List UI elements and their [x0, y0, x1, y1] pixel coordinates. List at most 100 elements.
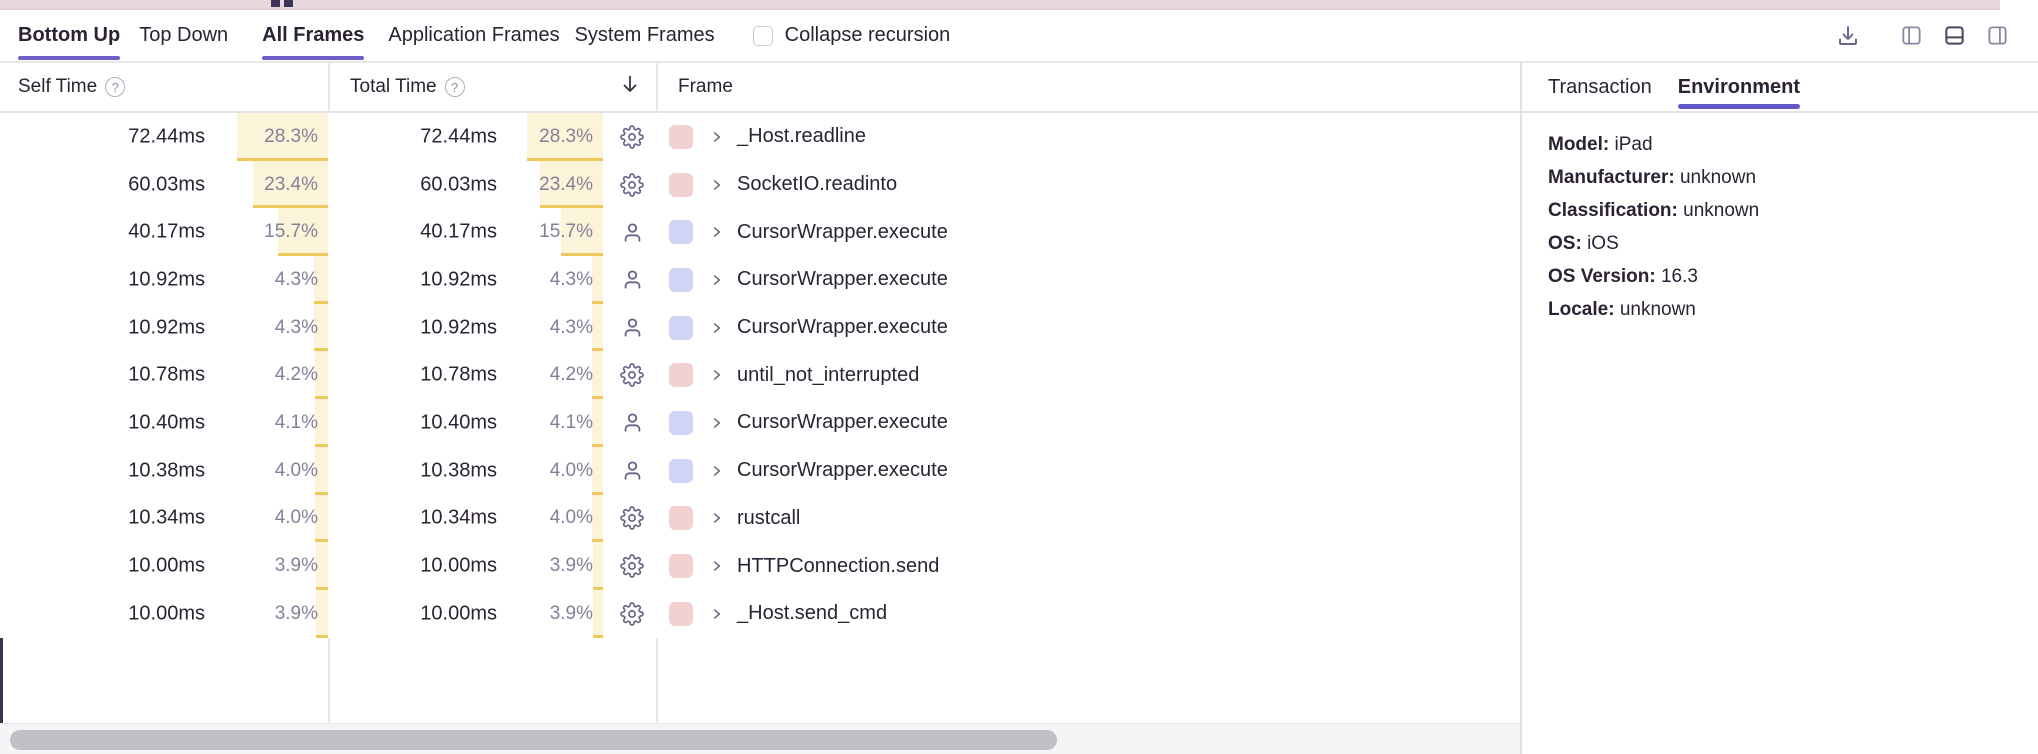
total-percent-value: 28.3%: [539, 125, 593, 147]
frame-cell: CursorWrapper.execute: [656, 399, 1521, 447]
layout-right-panel-icon[interactable]: [1986, 24, 2009, 47]
self-percent-bar: 4.3%: [237, 256, 328, 304]
column-header-frame[interactable]: Frame: [656, 63, 1521, 111]
tab-system-frames[interactable]: System Frames: [574, 24, 715, 46]
layout-bottom-panel-icon[interactable]: [1943, 24, 1966, 47]
table-header: Self Time ? Total Time ? Frame: [0, 63, 1521, 113]
collapse-recursion-label[interactable]: Collapse recursion: [784, 24, 951, 46]
percent-bar-fill: [314, 399, 328, 447]
tab-application-frames[interactable]: Application Frames: [388, 24, 560, 46]
frame-cell: HTTPConnection.send: [656, 542, 1521, 590]
percent-bar-fill: [314, 256, 328, 304]
self-percent-value: 4.2%: [274, 364, 318, 386]
frame-name[interactable]: HTTPConnection.send: [737, 554, 940, 577]
total-percent-bar: 4.0%: [527, 446, 603, 495]
sort-descending-icon[interactable]: [618, 72, 642, 102]
tab-top-down[interactable]: Top Down: [139, 24, 229, 46]
chevron-right-icon[interactable]: [710, 559, 724, 573]
frame-cell: _Host.send_cmd: [656, 590, 1521, 638]
self-time-value: 10.78ms: [128, 363, 205, 386]
self-time-value: 40.17ms: [128, 220, 205, 243]
collapse-recursion-checkbox[interactable]: [752, 25, 773, 46]
frame-name[interactable]: until_not_interrupted: [737, 363, 920, 386]
percent-bar-fill: [592, 399, 603, 447]
frame-cell: _Host.readline: [656, 113, 1521, 161]
self-time-value: 10.00ms: [128, 554, 205, 577]
toolbar: Bottom Up Top Down All Frames Applicatio…: [0, 10, 2038, 63]
tab-all-frames[interactable]: All Frames: [262, 10, 365, 61]
chevron-right-icon[interactable]: [710, 607, 724, 621]
frame-cell: rustcall: [656, 495, 1521, 543]
frame-name[interactable]: CursorWrapper.execute: [737, 459, 948, 482]
total-time-value: 10.34ms: [420, 506, 497, 529]
column-header-total-time[interactable]: Total Time ?: [329, 63, 656, 111]
minimap-strip-background: [0, 0, 2000, 10]
scrollbar-thumb[interactable]: [10, 730, 1057, 750]
tab-transaction[interactable]: Transaction: [1548, 75, 1652, 98]
chevron-right-icon[interactable]: [710, 368, 724, 382]
total-time-value: 10.38ms: [420, 459, 497, 482]
frame-name[interactable]: _Host.readline: [737, 125, 866, 148]
frame-name[interactable]: CursorWrapper.execute: [737, 411, 948, 434]
total-percent-bar: 23.4%: [527, 160, 603, 209]
self-time-value: 10.38ms: [128, 459, 205, 482]
frame-color-swatch: [669, 124, 693, 149]
total-percent-value: 3.9%: [549, 555, 593, 577]
help-icon[interactable]: ?: [444, 77, 465, 97]
toolbar-actions: [1836, 24, 2038, 48]
column-header-self-time[interactable]: Self Time ?: [0, 63, 329, 111]
frame-name[interactable]: CursorWrapper.execute: [737, 268, 948, 291]
self-percent-value: 23.4%: [264, 173, 318, 195]
download-icon[interactable]: [1836, 24, 1860, 48]
chevron-right-icon[interactable]: [710, 464, 724, 478]
frame-name[interactable]: CursorWrapper.execute: [737, 220, 948, 243]
total-percent-value: 4.1%: [549, 411, 593, 433]
tab-bottom-up[interactable]: Bottom Up: [18, 10, 121, 61]
frame-name[interactable]: SocketIO.readinto: [737, 173, 898, 196]
chevron-right-icon[interactable]: [710, 178, 724, 192]
frame-name[interactable]: rustcall: [737, 506, 801, 529]
horizontal-scrollbar[interactable]: [0, 723, 1520, 754]
chevron-right-icon[interactable]: [710, 511, 724, 525]
environment-detail-line: Classification: unknown: [1548, 200, 1760, 221]
frame-name[interactable]: _Host.send_cmd: [737, 602, 888, 625]
chevron-right-icon[interactable]: [710, 273, 724, 287]
total-time-cell: 10.38ms 4.0%: [329, 446, 656, 495]
layout-left-panel-icon[interactable]: [1900, 24, 1923, 47]
tab-environment[interactable]: Environment: [1677, 63, 1801, 111]
flamegraph-minimap-strip[interactable]: [0, 0, 2038, 10]
total-percent-bar: 4.0%: [527, 494, 603, 543]
chevron-right-icon[interactable]: [710, 416, 724, 430]
percent-bar-fill: [591, 303, 603, 352]
environment-detail-line: Model: iPad: [1548, 134, 1653, 155]
application-frame-user-icon: [620, 316, 644, 340]
self-time-value: 60.03ms: [128, 173, 205, 196]
help-icon[interactable]: ?: [105, 77, 126, 97]
system-frame-gear-icon: [620, 172, 644, 197]
frame-name[interactable]: CursorWrapper.execute: [737, 316, 948, 339]
chevron-right-icon[interactable]: [710, 225, 724, 239]
total-percent-bar: 4.2%: [527, 351, 603, 400]
chevron-right-icon[interactable]: [710, 130, 724, 144]
chevron-right-icon[interactable]: [710, 321, 724, 335]
